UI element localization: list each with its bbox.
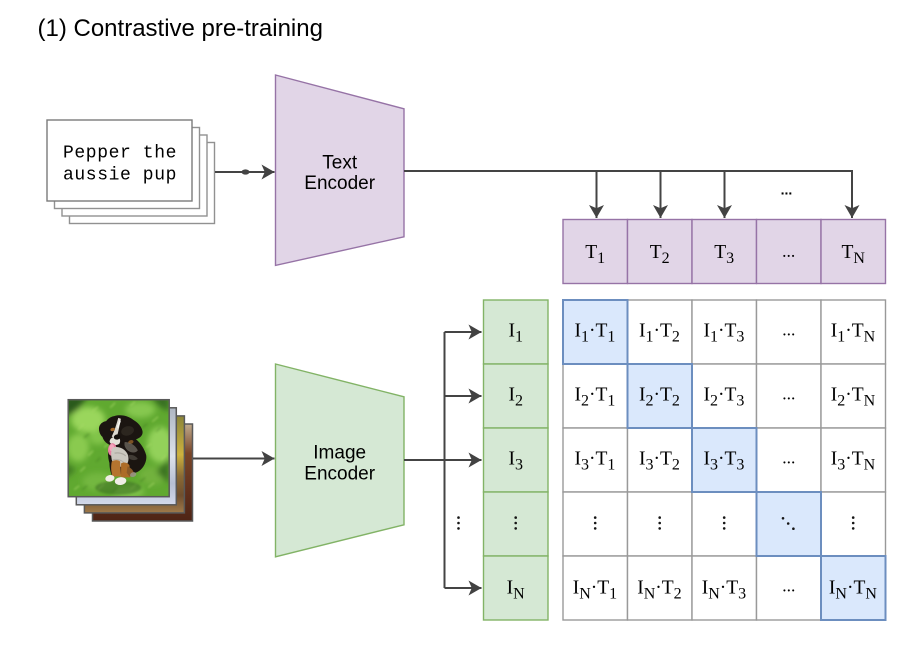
svg-text:...: ... [782, 384, 795, 404]
svg-text:...: ... [781, 182, 793, 198]
svg-text:...: ... [782, 448, 795, 468]
svg-text:I3·T2: I3·T2 [639, 449, 680, 474]
svg-text:Pepper the: Pepper the [63, 144, 177, 164]
svg-text:...: ... [782, 320, 795, 340]
svg-text:Encoder: Encoder [304, 463, 375, 484]
svg-text:I1·TN: I1·TN [831, 321, 876, 346]
svg-text:IN·T3: IN·T3 [702, 578, 746, 603]
svg-text:I2·T1: I2·T1 [574, 385, 615, 410]
svg-text:(1) Contrastive pre-training: (1) Contrastive pre-training [38, 15, 323, 42]
svg-text:aussie pup: aussie pup [63, 166, 177, 186]
svg-text:...: ... [782, 241, 795, 261]
svg-text:...: ... [782, 576, 795, 596]
svg-text:Encoder: Encoder [304, 173, 375, 194]
svg-text:Image: Image [313, 443, 366, 464]
svg-text:Text: Text [322, 152, 358, 173]
